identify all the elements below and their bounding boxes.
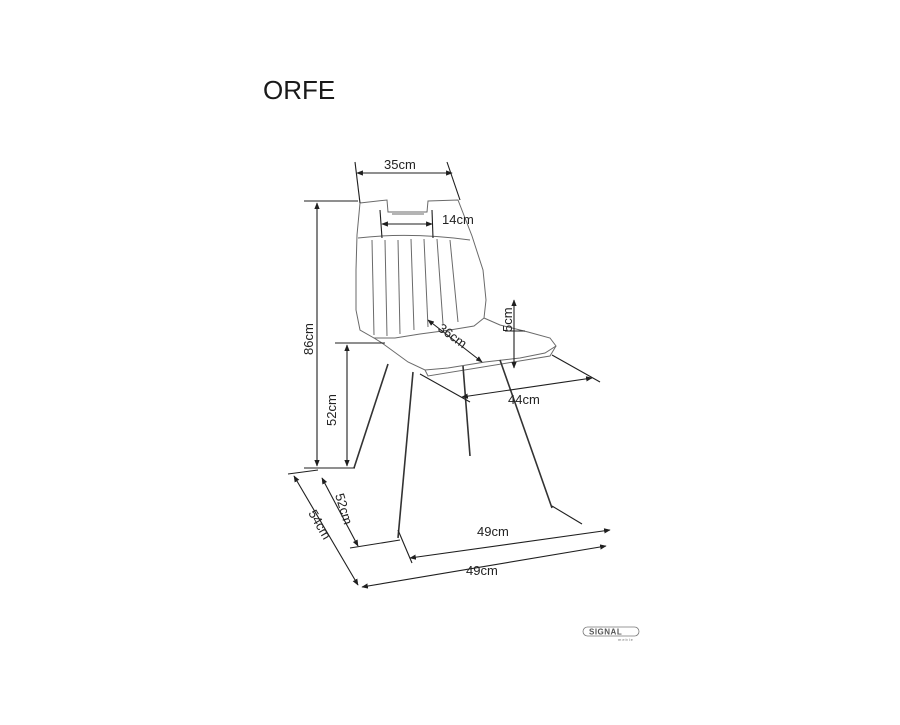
signal-logo: SIGNAL meble: [582, 626, 640, 642]
label-seat-depth: 36cm: [435, 320, 470, 351]
label-seat-height: 52cm: [324, 394, 339, 426]
label-base-depth-inner: 52cm: [332, 491, 356, 526]
chair-leg-front-left: [397, 371, 414, 539]
backrest-stitching: [371, 238, 459, 337]
label-handle-width: 14cm: [442, 212, 474, 227]
chair-seat-front: [424, 345, 557, 377]
dim-seat-width: 44cm: [419, 354, 601, 407]
label-base-depth-outer: 54cm: [305, 507, 334, 542]
dim-total-height: 86cm: [301, 200, 358, 469]
logo-name: SIGNAL: [589, 628, 622, 637]
label-base-width-inner: 49cm: [477, 524, 509, 539]
chair-top-seam: [357, 234, 471, 241]
label-seat-thickness: 5cm: [500, 307, 515, 332]
chair-legs: [353, 359, 553, 539]
dim-base-depth-inner: 52cm: [321, 477, 401, 549]
chair-leg-front-right: [499, 359, 553, 509]
chair-leg-back-left: [353, 363, 389, 469]
label-seat-width: 44cm: [508, 392, 540, 407]
label-top-width: 35cm: [384, 157, 416, 172]
dim-seat-height: 52cm: [324, 342, 385, 467]
product-title: ORFE: [263, 75, 335, 105]
chair-seat: [373, 317, 557, 371]
label-total-height: 86cm: [301, 323, 316, 355]
dim-base-width-inner: 49cm: [397, 505, 611, 564]
dim-seat-thickness: 5cm: [500, 299, 525, 369]
dim-top-width: 35cm: [354, 157, 461, 204]
logo-sub: meble: [618, 637, 634, 642]
chair-leg-back-right: [462, 365, 471, 457]
label-base-width-outer: 49cm: [466, 563, 498, 578]
dim-base-width-outer: 49cm: [361, 544, 607, 589]
dim-handle-width: 14cm: [379, 209, 474, 239]
dim-base-depth-outer: 54cm: [287, 469, 359, 586]
